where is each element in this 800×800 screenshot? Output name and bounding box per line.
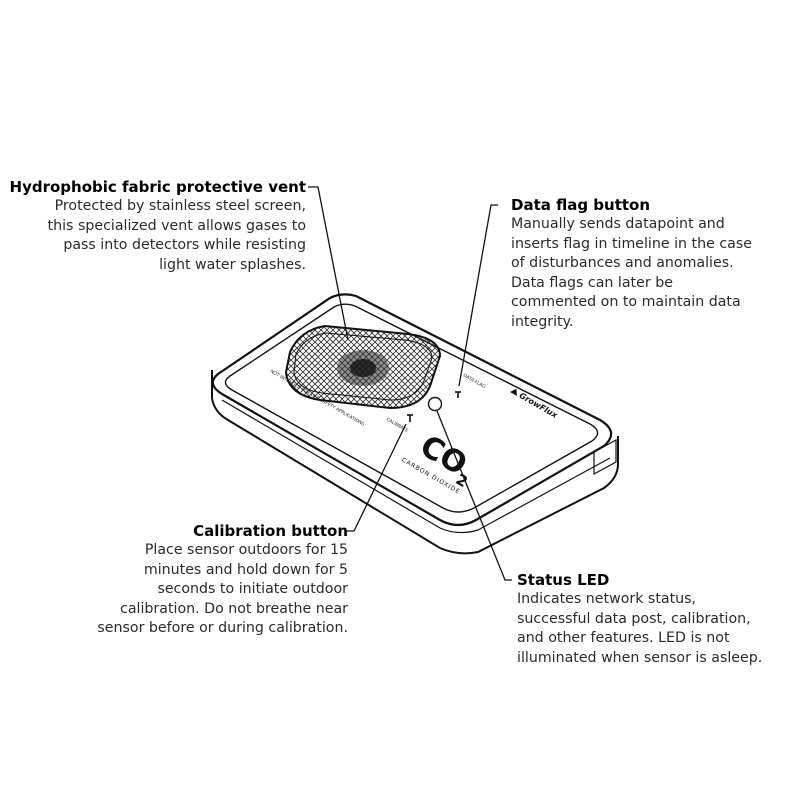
data-flag-callout: Data flag button Manually sends datapoin… bbox=[511, 196, 796, 332]
status-led-callout-title: Status LED bbox=[517, 571, 610, 589]
status-led bbox=[427, 396, 443, 412]
data-flag-callout-body: Manually sends datapoint and inserts fla… bbox=[511, 216, 752, 330]
data-flag-button[interactable] bbox=[455, 391, 461, 398]
calibration-button[interactable] bbox=[407, 414, 413, 422]
vent-callout-title: Hydrophobic fabric protective vent bbox=[9, 178, 306, 196]
protective-vent bbox=[284, 324, 442, 410]
vent-callout: Hydrophobic fabric protective vent Prote… bbox=[6, 178, 306, 275]
calibration-callout-title: Calibration button bbox=[193, 522, 348, 540]
status-led-leader-line bbox=[436, 410, 512, 581]
status-led-callout: Status LED Indicates network status, suc… bbox=[517, 571, 800, 668]
calibration-callout-body: Place sensor outdoors for 15 minutes and… bbox=[97, 542, 348, 636]
data-flag-leader-line bbox=[458, 204, 498, 387]
vent-callout-body: Protected by stainless steel screen, thi… bbox=[47, 198, 306, 273]
calibration-callout: Calibration button Place sensor outdoors… bbox=[40, 522, 348, 639]
data-flag-callout-title: Data flag button bbox=[511, 196, 651, 214]
vent-leader-line bbox=[308, 186, 349, 341]
device-body bbox=[211, 293, 619, 555]
status-led-callout-body: Indicates network status, successful dat… bbox=[517, 591, 763, 666]
calibration-leader-line bbox=[346, 423, 407, 532]
leader-lines bbox=[308, 186, 512, 581]
